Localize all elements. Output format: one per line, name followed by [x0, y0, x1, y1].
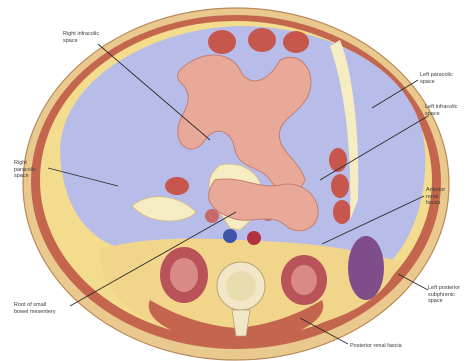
descending-colon-2	[331, 174, 349, 198]
transverse-colon-2	[248, 28, 276, 52]
ivc	[223, 229, 237, 243]
transverse-colon-1	[208, 30, 236, 54]
ascending-colon	[165, 177, 189, 195]
label-left-paracolic-space: Left paracolic space	[420, 72, 453, 85]
label-root-of-small-bowel-mesentery: Root of small bowel mesentery	[14, 302, 56, 315]
label-anterior-renal-fascia: Anterior renal fascia	[426, 187, 445, 207]
left-kidney-medulla	[291, 265, 317, 295]
aorta	[247, 231, 261, 245]
descending-colon-1	[329, 148, 347, 172]
label-posterior-renal-fascia: Posterior renal fascia	[350, 343, 402, 350]
label-left-posterior-subphrenic-space: Left posterior subphrenic space	[428, 285, 460, 305]
vertebral-body-texture	[226, 271, 256, 301]
transverse-colon-3	[283, 31, 309, 53]
label-right-infracolic-space: Right infracolic space	[63, 31, 99, 44]
descending-colon-3	[333, 200, 351, 224]
spleen	[348, 236, 384, 300]
label-right-paracolic-space: Right paracolic space	[14, 160, 36, 180]
label-left-infracolic-space: Left infracolic space	[425, 104, 457, 117]
right-kidney-medulla	[170, 258, 198, 292]
